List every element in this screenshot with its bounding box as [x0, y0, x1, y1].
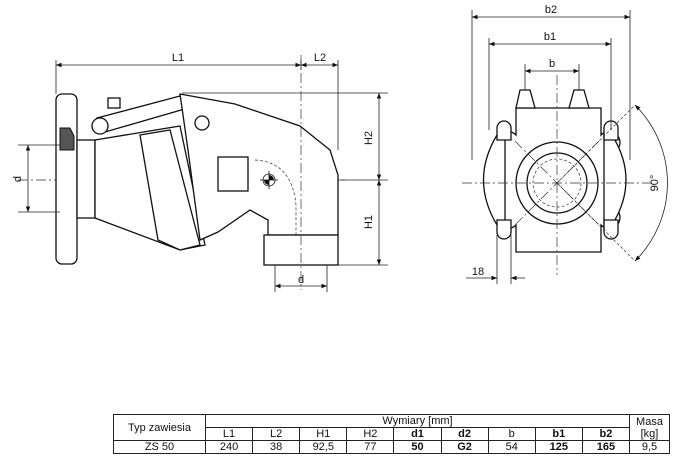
- housing-bolt: [194, 115, 210, 131]
- angle-arc: [634, 104, 668, 262]
- flange: [55, 93, 78, 265]
- b2-label: b2: [545, 4, 557, 16]
- top-tab-left: [515, 89, 536, 109]
- front-view: 90° b2 b1 b 18: [462, 4, 668, 284]
- H1-label: H1: [363, 215, 375, 229]
- L2-label: L2: [314, 52, 326, 64]
- column-header-h1: H1: [299, 427, 348, 441]
- lever-pivot: [91, 117, 109, 135]
- cell-type: ZS 50: [113, 440, 206, 454]
- inlet-pipe: [76, 139, 96, 219]
- slot-bottom-left: [496, 219, 512, 240]
- cell-mass: 9,5: [629, 440, 670, 454]
- slot-top-left: [496, 120, 512, 141]
- type-header: Typ zawiesia: [113, 414, 206, 441]
- b1-label: b1: [544, 31, 556, 43]
- dims-header: Wymiary [mm]: [205, 414, 630, 428]
- lever-stop: [107, 97, 121, 109]
- column-header-b2: b2: [581, 427, 631, 441]
- L1-label: L1: [172, 52, 184, 64]
- column-header-b1: b1: [534, 427, 583, 441]
- column-header-d2: d2: [440, 427, 489, 441]
- cell-d1: 50: [393, 440, 442, 454]
- column-header-l1: L1: [204, 427, 254, 441]
- d-bottom-label: d: [298, 274, 304, 286]
- cell-l1: 240: [204, 440, 254, 454]
- gasket: [59, 127, 75, 151]
- side-view: L1 L2 H2 H1 d d: [12, 52, 388, 292]
- left-lug: [482, 134, 506, 226]
- angle-label: 90°: [649, 175, 661, 192]
- H2-label: H2: [363, 131, 375, 145]
- right-lug: [603, 134, 627, 226]
- cell-d2: G2: [440, 440, 489, 454]
- clamp-jaw: [139, 129, 201, 251]
- mass-header: Masa [kg]: [629, 414, 670, 441]
- d-left-label: d: [12, 176, 24, 182]
- column-header-h2: H2: [346, 427, 395, 441]
- slot-width-label: 18: [472, 266, 484, 278]
- cell-h1: 92,5: [299, 440, 348, 454]
- cell-b2: 165: [581, 440, 631, 454]
- b-label: b: [549, 58, 555, 70]
- cell-b1: 125: [534, 440, 583, 454]
- cell-l2: 38: [252, 440, 301, 454]
- column-header-l2: L2: [252, 427, 301, 441]
- mass-header-text: Masa [kg]: [636, 415, 663, 440]
- technical-drawing: L1 L2 H2 H1 d d: [12, 4, 668, 292]
- top-tab-right: [568, 89, 590, 109]
- housing-window: [217, 156, 249, 192]
- cell-h2: 77: [346, 440, 395, 454]
- column-header-d1: d1: [393, 427, 442, 441]
- slot-bottom-right: [603, 219, 619, 240]
- column-header-b: b: [487, 427, 536, 441]
- spec-header-row-1: Typ zawiesia Wymiary [mm] Masa [kg]: [113, 414, 670, 441]
- elbow-inner-path: [254, 159, 297, 235]
- cell-b: 54: [487, 440, 536, 454]
